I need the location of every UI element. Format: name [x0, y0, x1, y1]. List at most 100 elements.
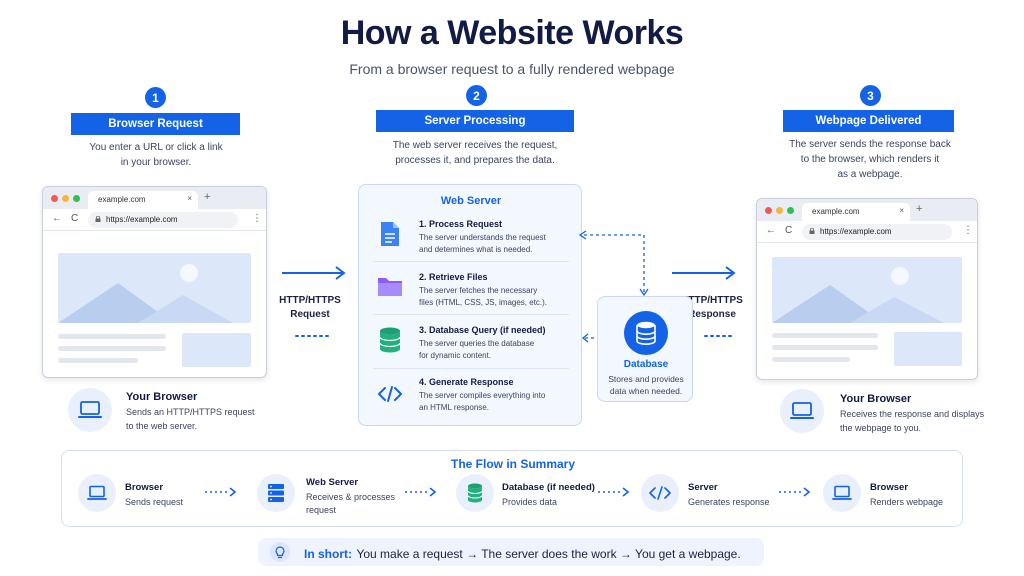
summary-web-server-title: Web Server: [306, 477, 359, 488]
maximize-dot-icon: [787, 207, 794, 214]
web-server-panel: Web Server 1. Process Request The server…: [358, 184, 582, 426]
database-text: Stores and provides data when needed.: [608, 374, 684, 396]
laptop-icon: [78, 401, 102, 418]
step-1-label: Browser Request: [71, 113, 240, 135]
process-request-text: The server understands the request and d…: [419, 233, 546, 254]
flow-arrow-icon: [205, 487, 237, 497]
maximize-dot-icon: [73, 195, 80, 202]
url-bar[interactable]: https://example.com: [88, 212, 238, 228]
summary-browser-title: Browser: [125, 482, 164, 493]
in-short-text: You make a request → The server does the…: [356, 547, 741, 561]
close-dot-icon: [51, 195, 58, 202]
database-icon: [379, 327, 401, 353]
reload-icon[interactable]: C: [71, 213, 79, 224]
laptop-icon-circle: [68, 388, 112, 432]
hero-image-placeholder: [772, 257, 962, 323]
hero-image-placeholder: [58, 253, 251, 323]
summary-browser-final-text: Renders webpage: [870, 497, 944, 507]
minimize-dot-icon: [776, 207, 783, 214]
laptop-icon-circle: [780, 389, 824, 433]
laptop-icon-circle: [78, 474, 116, 512]
step-3-number: 3: [860, 85, 881, 106]
code-icon-circle: [641, 474, 679, 512]
flow-arrow-icon: [779, 487, 811, 497]
divider: [373, 261, 569, 262]
database-icon: [467, 483, 483, 503]
lock-icon: [95, 216, 101, 222]
content-line: [772, 345, 878, 350]
request-dotted-line: [295, 335, 333, 337]
step-1-number: 1: [145, 87, 166, 108]
browser-menu-icon[interactable]: ⋮: [963, 225, 973, 236]
web-server-title: Web Server: [440, 195, 502, 207]
browser-tab[interactable]: example.com ×: [88, 191, 198, 209]
retrieve-files-title: 2. Retrieve Files: [419, 272, 488, 282]
browser-menu-icon[interactable]: ⋮: [252, 213, 262, 224]
your-browser-left-title: Your Browser: [126, 391, 198, 403]
mountain-image-icon: [772, 267, 944, 323]
response-label: HTTP/HTTPS Response: [681, 295, 743, 320]
back-arrow-icon[interactable]: ←: [52, 213, 62, 224]
database-query-text: The server queries the database for dyna…: [419, 339, 535, 360]
generate-response-text: The server compiles everything into an H…: [419, 391, 546, 412]
page-subtitle: From a browser request to a fully render…: [349, 61, 675, 77]
in-short-line: In short: You make a request → The serve…: [304, 545, 741, 563]
new-tab-icon[interactable]: +: [204, 191, 211, 203]
laptop-icon: [832, 485, 852, 500]
database-icon-circle: [624, 311, 668, 355]
retrieve-files-text: The server fetches the necessary files (…: [419, 286, 548, 307]
divider: [373, 314, 569, 315]
process-request-title: 1. Process Request: [419, 219, 503, 229]
summary-browser-final-title: Browser: [870, 482, 909, 493]
browser-window-right: example.com × + ← C https://example.com …: [756, 198, 978, 380]
request-label: HTTP/HTTPS Request: [279, 295, 341, 320]
content-line: [58, 334, 166, 339]
lock-icon: [809, 228, 815, 234]
response-arrow-icon: [672, 266, 736, 280]
step-3-label: Webpage Delivered: [783, 110, 954, 132]
mountain-image-icon: [58, 264, 233, 323]
summary-browser-text: Sends request: [125, 497, 184, 507]
browser-tab-bar: example.com × +: [757, 199, 977, 221]
tab-close-icon[interactable]: ×: [187, 194, 192, 203]
flow-summary-panel: The Flow in Summary Browser Sends reques…: [61, 450, 963, 527]
content-block: [182, 333, 251, 367]
flow-arrow-icon: [405, 487, 437, 497]
summary-database-title: Database (if needed): [502, 482, 595, 493]
your-browser-right-text: Receives the response and displays the w…: [840, 409, 985, 433]
your-browser-left-text: Sends an HTTP/HTTPS request to the web s…: [126, 407, 255, 431]
reload-icon[interactable]: C: [785, 225, 793, 236]
summary-title: The Flow in Summary: [450, 457, 576, 471]
divider: [373, 368, 569, 369]
lightbulb-icon-circle: [270, 542, 290, 562]
server-icon-circle: [257, 474, 295, 512]
back-arrow-icon[interactable]: ←: [766, 225, 776, 236]
step-1-description: You enter a URL or click a link in your …: [89, 142, 223, 168]
in-short-label: In short:: [304, 547, 352, 561]
server-icon: [268, 484, 284, 502]
database-icon-circle: [456, 474, 494, 512]
database-icon: [636, 321, 656, 345]
content-line: [772, 357, 850, 362]
laptop-icon: [87, 485, 107, 500]
url-bar[interactable]: https://example.com: [802, 224, 952, 240]
your-browser-right-title: Your Browser: [840, 393, 912, 405]
browser-tab[interactable]: example.com ×: [802, 203, 910, 221]
page-title: How a Website Works: [340, 14, 684, 52]
database-query-title: 3. Database Query (if needed): [419, 325, 546, 335]
code-icon: [649, 486, 671, 500]
new-tab-icon[interactable]: +: [916, 203, 923, 215]
in-short-banner: In short: You make a request → The serve…: [258, 538, 764, 566]
step-2-description: The web server receives the request, pro…: [392, 140, 558, 166]
lightbulb-icon: [275, 545, 285, 558]
step-2-number: 2: [466, 85, 487, 106]
folder-icon: [378, 278, 402, 296]
close-dot-icon: [765, 207, 772, 214]
server-database-connector: [578, 230, 649, 343]
tab-close-icon[interactable]: ×: [899, 206, 904, 215]
code-icon: [378, 386, 402, 402]
summary-web-server-text: Receives & processes request: [306, 492, 396, 515]
step-2-label: Server Processing: [376, 110, 574, 132]
content-block: [894, 332, 962, 366]
request-arrow-icon: [282, 266, 346, 280]
